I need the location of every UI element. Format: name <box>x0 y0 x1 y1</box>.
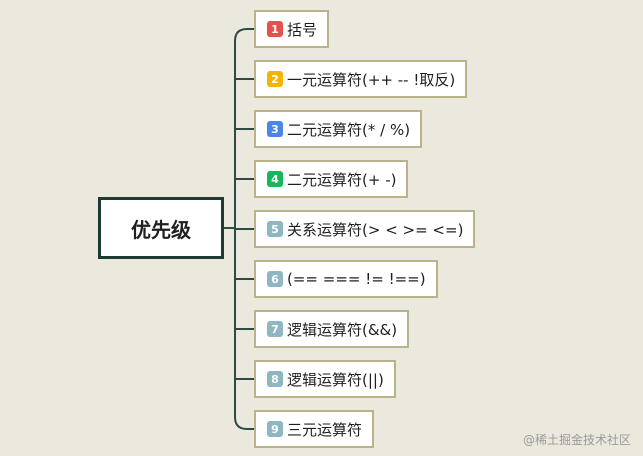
priority-badge-3: 3 <box>267 121 283 137</box>
node-label: (== === != !==) <box>287 270 426 288</box>
node-unary-operators[interactable]: 2 一元运算符(++ -- !取反) <box>254 60 468 98</box>
node-label: 逻辑运算符(||) <box>287 370 384 389</box>
node-label: 括号 <box>287 20 318 39</box>
root-label: 优先级 <box>131 217 191 242</box>
node-label: 三元运算符 <box>287 420 363 439</box>
root-node[interactable]: 优先级 <box>98 197 224 259</box>
priority-badge-8: 8 <box>267 371 283 387</box>
node-additive-operators[interactable]: 4 二元运算符(+ -) <box>254 160 409 198</box>
node-logical-or[interactable]: 8 逻辑运算符(||) <box>254 360 396 398</box>
node-multiplicative-operators[interactable]: 3 二元运算符(* / %) <box>254 110 423 148</box>
priority-badge-9: 9 <box>267 421 283 437</box>
node-label: 逻辑运算符(&&) <box>287 320 398 339</box>
node-relational-operators[interactable]: 5 关系运算符(> < >= <=) <box>254 210 476 248</box>
node-label: 一元运算符(++ -- !取反) <box>287 70 456 89</box>
priority-badge-2: 2 <box>267 71 283 87</box>
node-ternary-operator[interactable]: 9 三元运算符 <box>254 410 375 448</box>
watermark: @稀土掘金技术社区 <box>522 433 631 447</box>
node-brackets[interactable]: 1 括号 <box>254 10 330 48</box>
priority-badge-4: 4 <box>267 171 283 187</box>
node-equality-operators[interactable]: 6 (== === != !==) <box>254 260 438 298</box>
priority-badge-7: 7 <box>267 321 283 337</box>
node-label: 二元运算符(* / %) <box>287 120 411 139</box>
node-label: 关系运算符(> < >= <=) <box>287 220 464 239</box>
priority-badge-1: 1 <box>267 21 283 37</box>
node-logical-and[interactable]: 7 逻辑运算符(&&) <box>254 310 410 348</box>
priority-badge-5: 5 <box>267 221 283 237</box>
priority-badge-6: 6 <box>267 271 283 287</box>
node-label: 二元运算符(+ -) <box>287 170 397 189</box>
